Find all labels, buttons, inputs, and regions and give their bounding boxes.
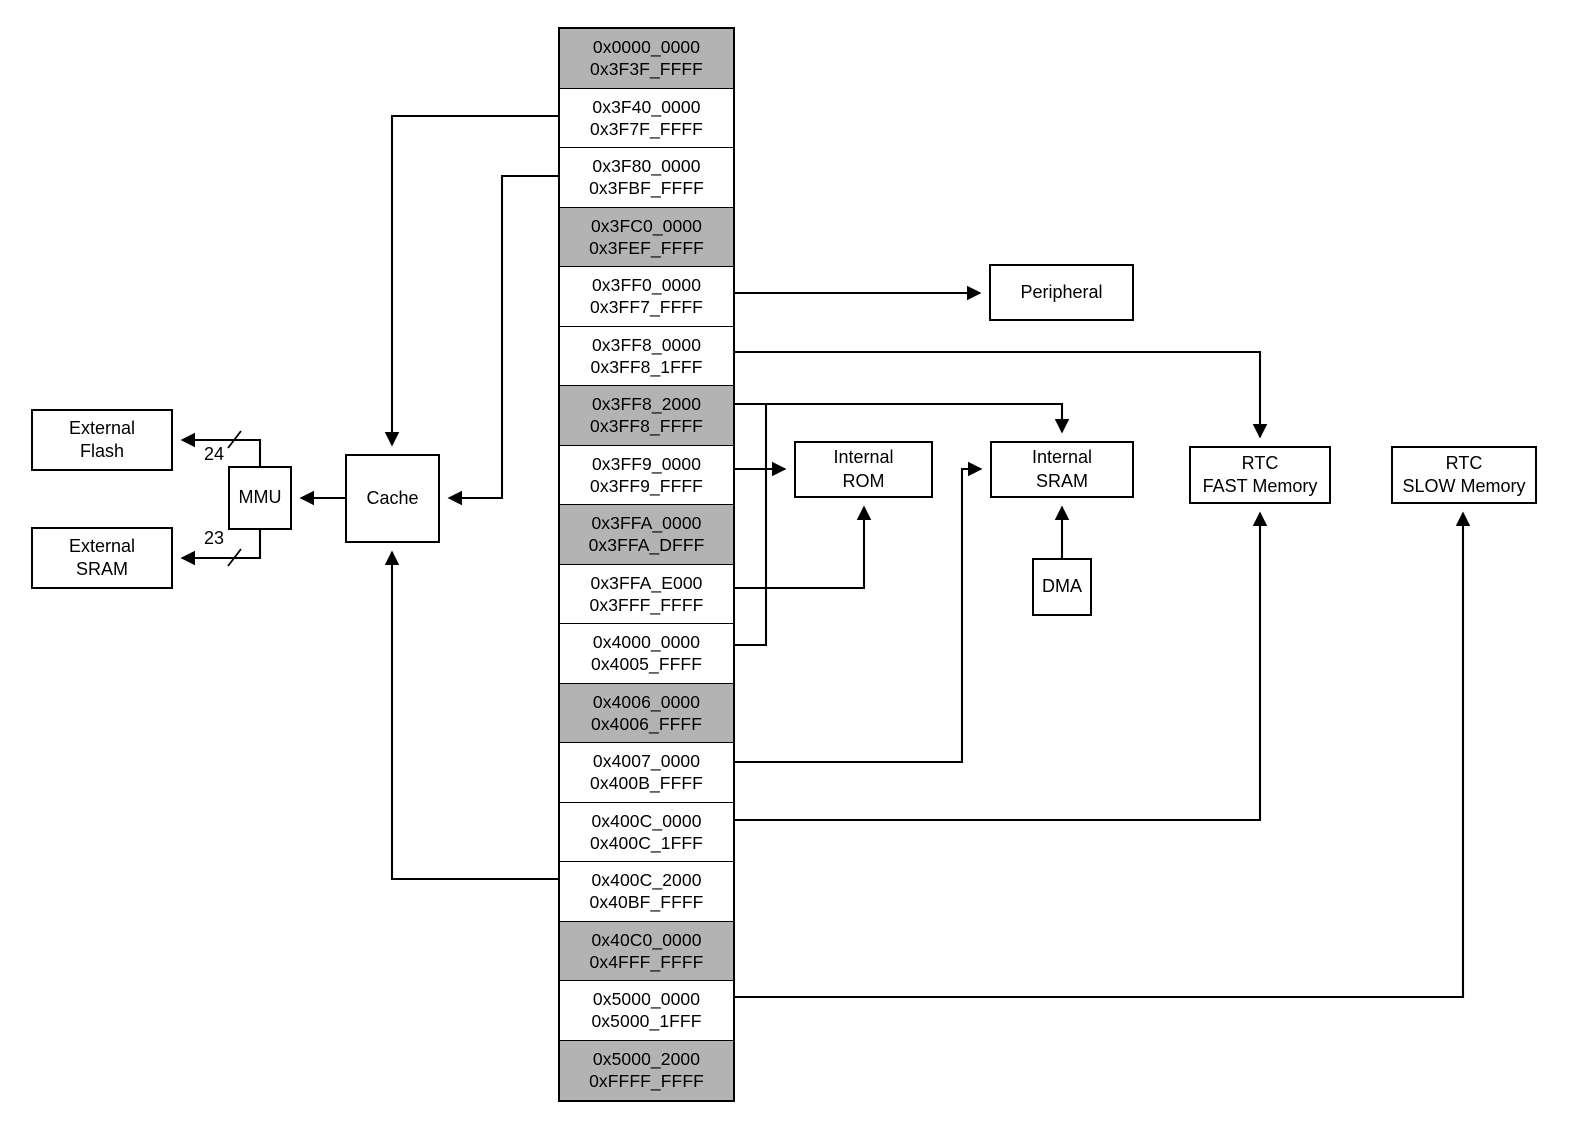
- table-row[interactable]: 0x40C0_0000 0x4FFF_FFFF: [560, 921, 733, 981]
- range-start: 0x3FF0_0000: [591, 275, 702, 296]
- block-label-line1: Internal: [833, 447, 894, 468]
- table-row[interactable]: 0x400C_0000 0x400C_1FFF: [560, 802, 733, 862]
- range-start: 0x5000_0000: [592, 989, 701, 1010]
- table-row[interactable]: 0x0000_0000 0x3F3F_FFFF: [560, 29, 733, 89]
- block-label-line1: Peripheral: [1020, 281, 1103, 302]
- wire-row7-to-internal-sram: [735, 402, 1070, 434]
- range-start: 0x4007_0000: [592, 751, 701, 772]
- range-start: 0x3FF9_0000: [591, 453, 702, 474]
- bus-width-label-sram: 23: [204, 528, 225, 548]
- block-peripheral[interactable]: Peripheral: [989, 264, 1134, 321]
- range-end: 0x3FF8_FFFF: [590, 416, 703, 437]
- block-label-line1: DMA: [1042, 576, 1082, 597]
- block-label-line1: MMU: [238, 487, 282, 508]
- range-end: 0x5000_1FFF: [591, 1011, 702, 1032]
- block-label-line2: ROM: [842, 470, 885, 491]
- table-row[interactable]: 0x4006_0000 0x4006_FFFF: [560, 683, 733, 743]
- range-end: 0x3F7F_FFFF: [590, 118, 703, 139]
- wire-row11-riser: [735, 404, 768, 647]
- block-cache[interactable]: Cache: [345, 454, 440, 543]
- block-external-sram[interactable]: External SRAM: [31, 527, 173, 589]
- wire-row14-to-rtc-fast: [735, 511, 1268, 822]
- block-rtc-fast-memory[interactable]: RTC FAST Memory: [1189, 446, 1331, 504]
- wire-row3-to-cache: [447, 174, 558, 506]
- table-row[interactable]: 0x3F40_0000 0x3F7F_FFFF: [560, 88, 733, 148]
- table-row[interactable]: 0x3FFA_0000 0x3FFA_DFFF: [560, 505, 733, 565]
- range-end: 0xFFFF_FFFF: [589, 1071, 704, 1092]
- table-row[interactable]: 0x5000_2000 0xFFFF_FFFF: [560, 1040, 733, 1100]
- range-end: 0x40BF_FFFF: [589, 892, 704, 913]
- table-row[interactable]: 0x3FF0_0000 0x3FF7_FFFF: [560, 267, 733, 327]
- block-label-line1: External: [68, 417, 136, 438]
- table-row[interactable]: 0x400C_2000 0x40BF_FFFF: [560, 862, 733, 922]
- block-label-line2: FAST Memory: [1202, 476, 1318, 496]
- range-end: 0x400B_FFFF: [590, 773, 703, 794]
- table-row[interactable]: 0x3FF8_2000 0x3FF8_FFFF: [560, 386, 733, 446]
- range-end: 0x4006_FFFF: [590, 713, 702, 734]
- bus-slash-sram: [227, 548, 242, 567]
- range-start: 0x3F40_0000: [592, 96, 701, 117]
- address-range-table: 0x0000_0000 0x3F3F_FFFF 0x3F40_0000 0x3F…: [558, 27, 735, 1102]
- range-end: 0x3FF8_1FFF: [590, 356, 703, 377]
- block-label-line2: Flash: [79, 441, 124, 461]
- range-end: 0x3FFA_DFFF: [588, 535, 705, 556]
- range-start: 0x3FFA_E000: [590, 572, 703, 593]
- range-start: 0x3FC0_0000: [590, 215, 703, 236]
- range-start: 0x0000_0000: [592, 37, 701, 58]
- block-label-line2: SRAM: [75, 559, 128, 579]
- table-row[interactable]: 0x3FF8_0000 0x3FF8_1FFF: [560, 326, 733, 386]
- block-external-flash[interactable]: External Flash: [31, 409, 173, 471]
- range-end: 0x3F3F_FFFF: [590, 59, 703, 80]
- range-end: 0x4FFF_FFFF: [589, 951, 704, 972]
- table-row[interactable]: 0x4000_0000 0x4005_FFFF: [560, 624, 733, 684]
- block-label-line1: Cache: [366, 487, 419, 508]
- wire-row15-to-cache: [384, 550, 558, 881]
- block-dma[interactable]: DMA: [1032, 558, 1092, 616]
- range-end: 0x3FF7_FFFF: [590, 297, 703, 318]
- bus-width-label-flash: 24: [204, 444, 225, 464]
- block-rtc-slow-memory[interactable]: RTC SLOW Memory: [1391, 446, 1537, 504]
- range-end: 0x3FEF_FFFF: [589, 237, 704, 258]
- range-end: 0x400C_1FFF: [590, 832, 703, 853]
- range-end: 0x3FBF_FFFF: [589, 178, 704, 199]
- bus-slash-flash: [227, 430, 242, 449]
- block-label-line2: SLOW Memory: [1402, 476, 1526, 496]
- wire-row2-to-cache: [384, 114, 558, 447]
- range-start: 0x400C_0000: [591, 810, 702, 831]
- table-row[interactable]: 0x3F80_0000 0x3FBF_FFFF: [560, 148, 733, 208]
- block-label-line1: Internal: [1031, 447, 1093, 468]
- range-start: 0x3FFA_0000: [591, 513, 702, 534]
- range-start: 0x5000_2000: [592, 1049, 701, 1070]
- block-label-line2: SRAM: [1035, 470, 1088, 491]
- range-start: 0x40C0_0000: [591, 929, 702, 950]
- wire-row6-to-rtc-fast: [735, 350, 1268, 439]
- range-start: 0x3FF8_2000: [591, 394, 702, 415]
- table-row[interactable]: 0x3FC0_0000 0x3FEF_FFFF: [560, 207, 733, 267]
- wire-row17-to-rtc-slow: [735, 511, 1471, 999]
- table-row[interactable]: 0x5000_0000 0x5000_1FFF: [560, 981, 733, 1041]
- block-label-line1: RTC: [1241, 452, 1279, 473]
- range-end: 0x3FFF_FFFF: [589, 594, 704, 615]
- range-start: 0x3F80_0000: [592, 156, 701, 177]
- wire-row13-to-internal-sram: [735, 461, 983, 764]
- block-mmu[interactable]: MMU: [228, 466, 292, 530]
- table-row[interactable]: 0x3FF9_0000 0x3FF9_FFFF: [560, 445, 733, 505]
- range-start: 0x4006_0000: [592, 691, 701, 712]
- wire-row10-to-internal-rom: [735, 505, 872, 590]
- block-internal-sram[interactable]: Internal SRAM: [990, 441, 1134, 498]
- table-row[interactable]: 0x4007_0000 0x400B_FFFF: [560, 743, 733, 803]
- block-label-line1: External: [68, 535, 136, 556]
- range-start: 0x3FF8_0000: [591, 334, 702, 355]
- range-end: 0x4005_FFFF: [590, 654, 702, 675]
- range-end: 0x3FF9_FFFF: [590, 475, 703, 496]
- table-row[interactable]: 0x3FFA_E000 0x3FFF_FFFF: [560, 564, 733, 624]
- range-start: 0x4000_0000: [592, 632, 701, 653]
- range-start: 0x400C_2000: [591, 870, 702, 891]
- block-internal-rom[interactable]: Internal ROM: [794, 441, 933, 498]
- block-label-line1: RTC: [1445, 452, 1483, 473]
